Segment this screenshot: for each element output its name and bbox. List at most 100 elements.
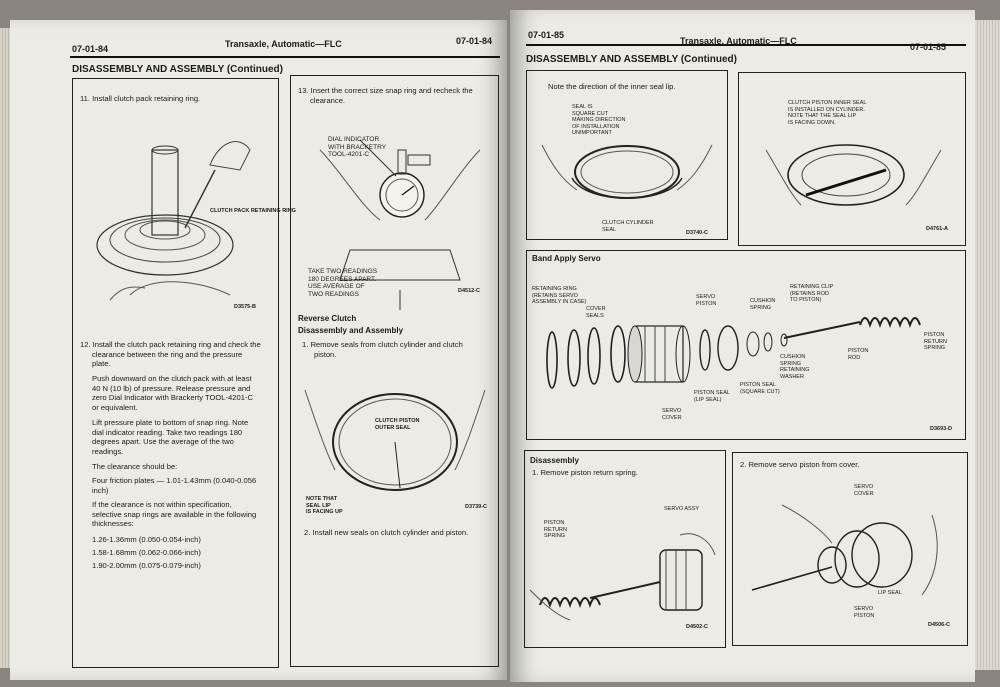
panel-bottom-left xyxy=(524,450,726,648)
text-line: PISTON xyxy=(924,332,945,338)
panel-bottom-right xyxy=(732,452,968,646)
seal-note: Note the direction of the inner seal lip… xyxy=(548,82,676,91)
fig3-id: D3739-C xyxy=(465,504,488,510)
text-line: TO PISTON) xyxy=(790,297,822,303)
text-line: COVER xyxy=(854,490,874,497)
clutch-cylinder-seal-illustration xyxy=(541,144,713,199)
left-page: 07-01-84 Transaxle, Automatic—FLC 07-01-… xyxy=(10,20,507,680)
text-line: RETURN xyxy=(544,526,567,533)
clutch-pack-illustration xyxy=(96,141,251,301)
text-line: ASSEMBLY IN CASE) xyxy=(532,299,587,305)
text-line: piston. xyxy=(314,349,337,359)
thickness-list: 1.26-1.36mm (0.050-0.054-inch) 1.58-1.68… xyxy=(92,533,201,572)
fig2-id: D4512-C xyxy=(458,288,481,294)
label-piston-rod: PISTON ROD xyxy=(848,348,868,361)
text-line: degrees apart. Use the average of the tw… xyxy=(92,437,234,447)
fig1-callout: CLUTCH PACK RETAINING RING xyxy=(210,208,296,214)
return-spring-removal-illustration xyxy=(530,533,716,621)
fig3-note: NOTE THAT SEAL LIP IS FACING UP xyxy=(306,496,343,516)
step-2: 2. Remove servo piston from cover. xyxy=(740,460,860,469)
text-line: If the clearance is not within specifica… xyxy=(92,500,232,509)
subsection-title: Reverse Clutch xyxy=(298,314,357,323)
page-number: 07-01-85 xyxy=(528,30,565,40)
text-line: IS FACING UP xyxy=(306,509,343,515)
list-item: 1.58-1.68mm (0.062-0.066-inch) xyxy=(92,548,201,557)
text-line: OF INSTALLATION xyxy=(572,123,620,130)
running-head: Transaxle, Automatic—FLC xyxy=(225,39,342,49)
page-number: 07-01-84 xyxy=(72,44,109,54)
clearance-label: The clearance should be: xyxy=(92,462,178,471)
text-line: (RETAINS ROD xyxy=(790,290,830,297)
text-line: COVER xyxy=(662,414,682,421)
fig-callout: CLUTCH PISTON INNER SEAL IS INSTALLED ON… xyxy=(788,100,866,126)
servo-exploded-illustration xyxy=(546,317,921,389)
fig-callout: PISTON RETURN SPRING xyxy=(544,520,567,540)
text-line: RETURN xyxy=(924,338,947,345)
step-11: 11. Install clutch pack retaining ring. xyxy=(80,94,201,103)
step-2: 2. Install new seals on clutch cylinder … xyxy=(304,528,469,537)
label-cover-seals: COVER SEALS xyxy=(586,306,606,319)
label-piston-seal-lip: PISTON SEAL (LIP SEAL) xyxy=(694,390,730,403)
text-line: clearance between the ring and the press… xyxy=(92,349,243,359)
text-line: SEAL xyxy=(602,226,617,233)
text-line: SPRING xyxy=(544,533,566,539)
label-servo-cover: SERVO COVER xyxy=(662,408,682,421)
step-1: 1. Remove seals from clutch cylinder and… xyxy=(302,340,463,359)
left-column-box xyxy=(72,78,279,668)
text-line: SEAL IS xyxy=(572,104,593,110)
clutch-seal-illustration xyxy=(304,389,486,491)
right-column-box xyxy=(290,75,499,667)
text-line: TWO READINGS xyxy=(308,290,359,298)
text-line: 180 DEGREES APART. xyxy=(308,275,377,283)
text-line: 13. Insert the correct size snap ring an… xyxy=(298,86,473,95)
text-line: zero Dial Indicator with Brackerty TOOL-… xyxy=(92,393,253,403)
fig-callout: LIP SEAL xyxy=(878,590,902,596)
text-line: SERVO xyxy=(854,606,874,612)
text-line: IS INSTALLED ON CYLINDER. xyxy=(788,106,865,113)
text-line: plate. xyxy=(92,359,111,369)
right-page: 07-01-85 Transaxle, Automatic—FLC 07-01-… xyxy=(510,10,975,682)
text-line: UNIMPORTANT xyxy=(572,130,612,136)
text-line: RETAINING CLIP xyxy=(790,284,834,290)
fig-callout: SERVO COVER xyxy=(854,484,874,497)
text-line: TOOL-4201-C xyxy=(328,151,370,158)
fig-id: D4506-C xyxy=(928,622,951,628)
label-piston-seal-square: PISTON SEAL (SQUARE CUT) xyxy=(740,382,780,395)
section-title: DISASSEMBLY AND ASSEMBLY (Continued) xyxy=(72,64,283,75)
text-line: PISTON xyxy=(696,300,717,307)
fig-callout: SERVO ASSY xyxy=(664,506,700,512)
text-line: IS FACING DOWN. xyxy=(788,119,836,126)
label-retaining-clip: RETAINING CLIP (RETAINS ROD TO PISTON) xyxy=(790,284,833,304)
text-line: CLUTCH PISTON INNER SEAL xyxy=(788,100,867,106)
text-line: WITH BRACKETRY xyxy=(328,143,387,151)
header-rule xyxy=(526,44,966,46)
fig-id: D3740-C xyxy=(686,230,709,236)
label-piston-return-spring: PISTON RETURN SPRING xyxy=(924,332,947,352)
text-line: RETAINING xyxy=(780,367,810,373)
fig2-callout-bottom: TAKE TWO READINGS 180 DEGREES APART. USE… xyxy=(308,268,377,298)
paragraph: If the clearance is not within specifica… xyxy=(92,500,256,529)
text-line: RETAINING RING xyxy=(532,286,577,292)
text-line: PISTON SEAL xyxy=(740,382,776,388)
fig-callout: CLUTCH CYLINDER SEAL xyxy=(602,220,654,233)
text-line: 40 N (10 lb) of pressure. Release pressu… xyxy=(92,383,251,393)
label-retaining-ring: RETAINING RING (RETAINS SERVO ASSEMBLY I… xyxy=(532,286,587,306)
header-rule xyxy=(70,56,500,58)
text-line: thicknesses: xyxy=(92,519,134,529)
list-item: 1.26-1.36mm (0.050-0.054-inch) xyxy=(92,535,201,544)
page-stack-left xyxy=(0,28,12,668)
text-line: MAKING DIRECTION xyxy=(572,117,626,123)
text-line: PISTON xyxy=(848,348,869,354)
fig-id: D3693-D xyxy=(930,426,953,432)
text-line: SPRING xyxy=(924,345,946,351)
text-line: SERVO xyxy=(662,408,682,414)
text-line: dial indicator reading. Take two reading… xyxy=(92,427,243,437)
fig-callout: SERVO PISTON xyxy=(854,606,874,619)
fig-id: D4761-A xyxy=(926,226,949,232)
text-line: COVER xyxy=(586,306,606,312)
text-line: SEAL LIP xyxy=(306,502,331,509)
servo-piston-removal-illustration xyxy=(751,504,938,596)
text-line: selective snap rings are available in th… xyxy=(92,509,257,519)
text-line: SEALS xyxy=(586,312,604,319)
text-line: OUTER SEAL xyxy=(375,424,411,431)
